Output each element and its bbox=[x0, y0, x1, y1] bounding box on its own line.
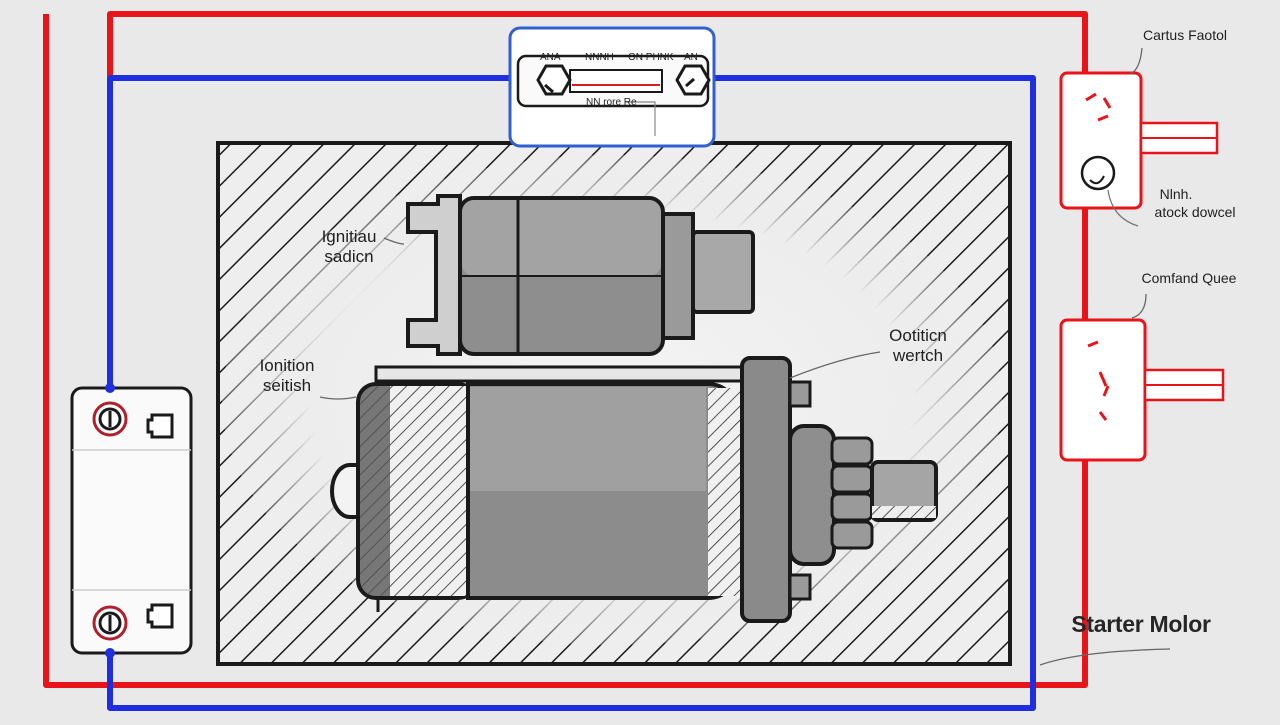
battery-cell-icon bbox=[146, 413, 174, 439]
label-right-motor-line2: wertch bbox=[892, 346, 944, 365]
switch-label-3: ON PHNK bbox=[628, 52, 674, 63]
leader-lines bbox=[319, 47, 1171, 666]
switch-label-2: NNNH bbox=[585, 52, 614, 63]
battery bbox=[70, 383, 193, 658]
label-mid-right-line1: Nlnh. bbox=[1159, 186, 1193, 202]
relay-bottom[interactable] bbox=[1059, 318, 1225, 462]
battery-negative-terminal[interactable] bbox=[92, 605, 128, 641]
negative-wire bbox=[107, 75, 1036, 711]
label-solenoid-line2: sadicn bbox=[324, 247, 374, 266]
battery-positive-terminal[interactable] bbox=[92, 401, 128, 437]
label-motor-line1: Ionition bbox=[259, 356, 315, 375]
battery-cell-icon bbox=[146, 603, 174, 629]
switch-label-4: AN bbox=[684, 52, 698, 63]
relay-top[interactable] bbox=[1059, 71, 1219, 227]
label-lower-right: Comfand Quee bbox=[1141, 270, 1237, 286]
solenoid bbox=[406, 194, 755, 356]
diagram-title: Starter Molor bbox=[1071, 611, 1211, 637]
switch-label-5: NN rore Re bbox=[586, 97, 637, 108]
ignition-switch-box[interactable] bbox=[508, 26, 716, 148]
label-solenoid-line1: Ignitiau bbox=[321, 227, 377, 246]
label-mid-right-line2: atock dowcel bbox=[1154, 204, 1236, 220]
label-top-right: Cartus Faotol bbox=[1142, 27, 1228, 43]
switch-label-1: ANA bbox=[540, 52, 561, 63]
motor-assembly bbox=[330, 356, 938, 623]
label-right-motor-line1: Ootiticn bbox=[889, 326, 947, 345]
label-motor-line2: seitish bbox=[262, 376, 312, 395]
